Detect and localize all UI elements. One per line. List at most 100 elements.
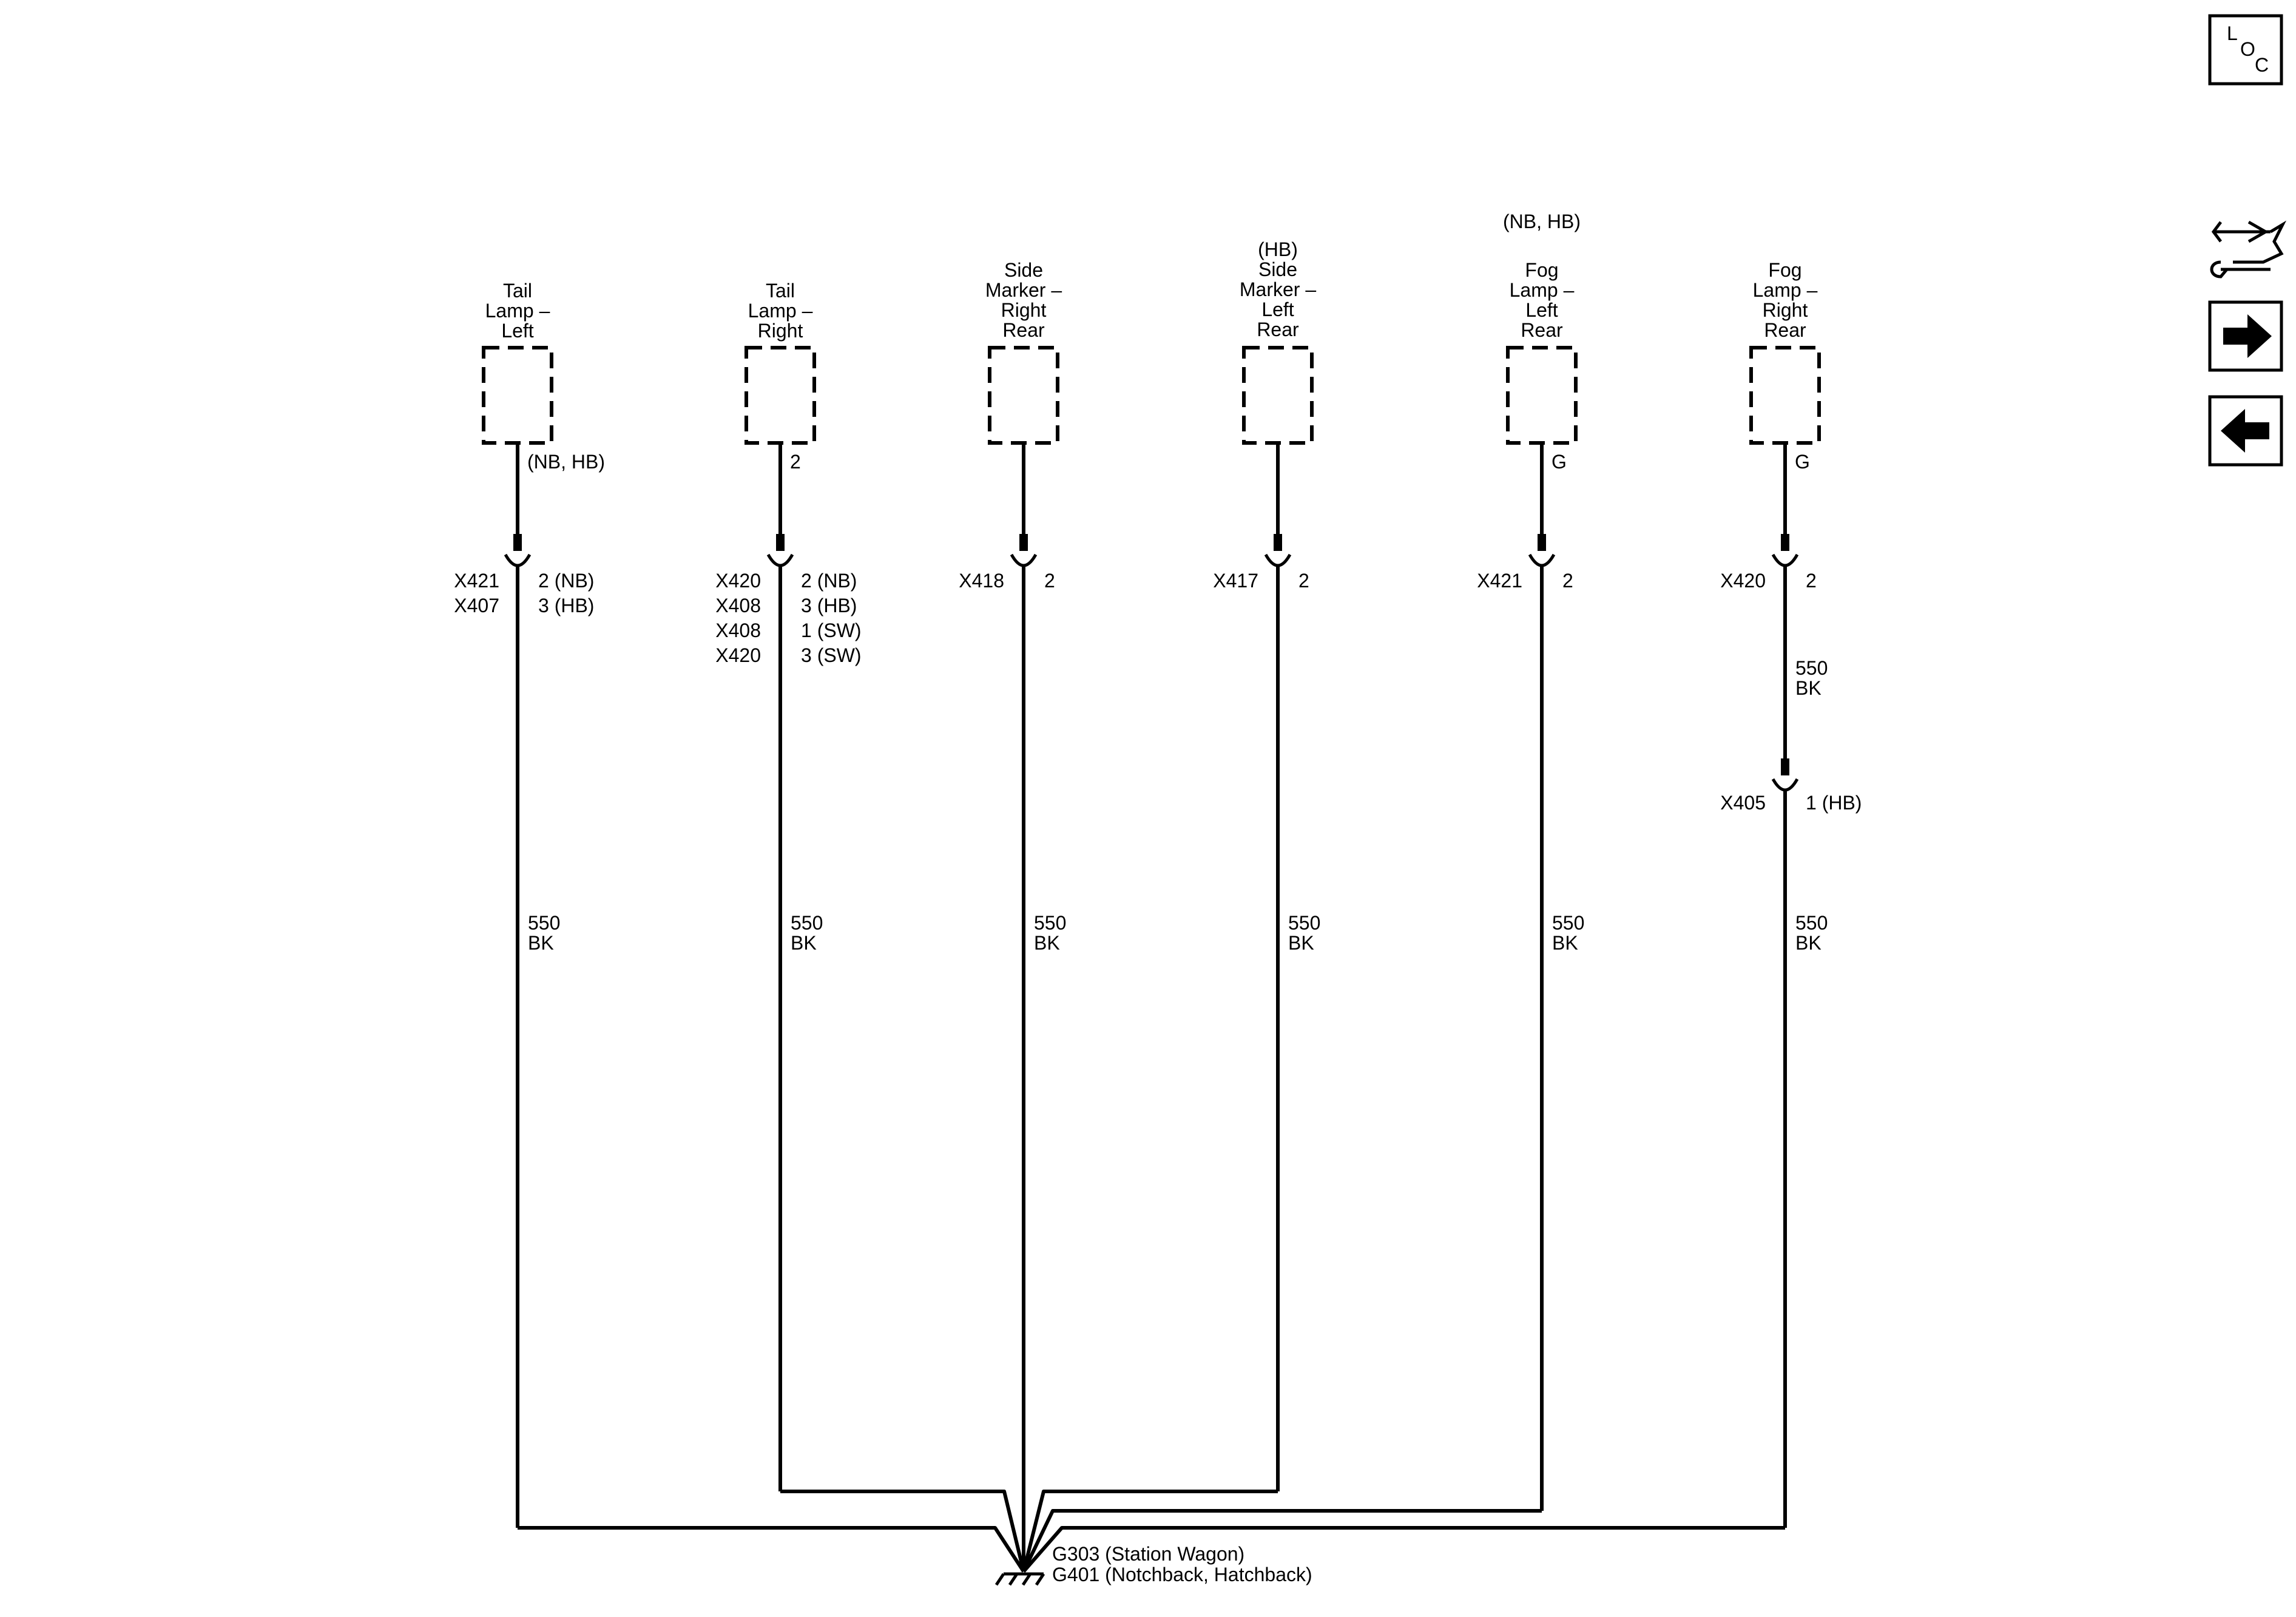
component-tail-lamp-right: Tail Lamp – Right 2 X420 2 (NB) X408 3 (… [715, 280, 862, 1491]
component-name-line: Fog [1768, 259, 1801, 281]
wire-color: BK [1034, 932, 1060, 954]
connector-pin-label: 3 (HB) [801, 595, 857, 616]
connector-pin-label: 2 (NB) [538, 570, 594, 592]
terminal-label: G [1551, 451, 1567, 473]
component-name-line: Lamp – [748, 300, 813, 322]
wire-color: BK [1288, 932, 1314, 954]
wire-color: BK [1795, 677, 1822, 699]
connector-pin [776, 534, 785, 551]
component-tail-lamp-left: Tail Lamp – Left (NB, HB) X421 2 (NB) X4… [454, 280, 605, 1528]
component-name-line: Rear [1521, 319, 1563, 341]
connector-id: X407 [454, 595, 499, 616]
ground-label: G401 (Notchback, Hatchback) [1052, 1564, 1312, 1585]
connector-pin [1781, 534, 1789, 551]
component-name-line: Left [501, 320, 533, 342]
component-box [745, 346, 816, 445]
component-box [988, 346, 1059, 445]
connector-id: X405 [1720, 792, 1766, 814]
terminal-label: G [1795, 451, 1810, 473]
connector-id: X420 [715, 644, 761, 666]
loc-letter-o: O [2240, 38, 2255, 60]
terminal-label: 2 [790, 451, 801, 473]
component-name-line: Rear [1002, 319, 1045, 341]
connector-pin-label: 1 (HB) [1806, 792, 1862, 814]
component-name-line: Right [1001, 299, 1047, 321]
component-name-line: Lamp – [485, 300, 550, 322]
wire-color: BK [791, 932, 817, 954]
connector-id: X408 [715, 595, 761, 616]
component-name-line: (HB) [1258, 238, 1298, 260]
ground-symbol-icon [994, 1572, 1045, 1586]
wire-circuit: 550 [1034, 912, 1066, 934]
connector-socket [766, 553, 794, 567]
component-side-marker-left-rear: (HB) Side Marker – Left Rear X417 2 550 … [1213, 238, 1320, 1491]
component-name-line: Lamp – [1753, 279, 1818, 301]
connector-socket [1264, 553, 1292, 567]
component-name-line: Left [1525, 299, 1558, 321]
component-name-line: Side [1004, 259, 1043, 281]
connector-socket [504, 553, 532, 567]
connector-pin [1781, 758, 1789, 775]
connector-pin [1019, 534, 1028, 551]
connector-socket [1771, 778, 1799, 792]
ground-label: G303 (Station Wagon) [1052, 1543, 1244, 1565]
connector-pin-label: 2 (NB) [801, 570, 857, 592]
connector-id: X417 [1213, 570, 1258, 592]
component-box [1506, 346, 1578, 445]
component-name-line: Rear [1257, 319, 1299, 340]
ground-bus [518, 1490, 1785, 1573]
wire-color: BK [528, 932, 554, 954]
wire-color: BK [1552, 932, 1578, 954]
connector-pin-label: 2 [1298, 570, 1309, 592]
connector-id: X408 [715, 619, 761, 641]
wire-color: BK [1795, 932, 1822, 954]
component-name-line: Lamp – [1510, 279, 1575, 301]
component-name-line: Tail [766, 280, 795, 302]
next-page-arrow-icon [2223, 314, 2272, 358]
component-name-line: Right [1763, 299, 1808, 321]
connector-end-view-icon[interactable] [2210, 220, 2287, 279]
loc-letter-l: L [2227, 22, 2238, 44]
component-fog-lamp-right-rear: Fog Lamp – Right Rear G X420 2 550 BK X4… [1720, 259, 1862, 1528]
wire-circuit: 550 [1288, 912, 1320, 934]
component-name-line: Side [1258, 258, 1297, 280]
component-name-line: Tail [503, 280, 532, 302]
terminal-label: (NB, HB) [527, 451, 605, 473]
connector-id: X421 [454, 570, 499, 592]
component-box [1749, 346, 1821, 445]
component-side-marker-right-rear: Side Marker – Right Rear X418 2 550 BK [959, 259, 1066, 1544]
connector-pin-label: 2 [1562, 570, 1573, 592]
wire-circuit: 550 [1795, 912, 1828, 934]
wire-circuit: 550 [1795, 657, 1828, 679]
connector-pin-label: 1 (SW) [801, 619, 862, 641]
next-page-button[interactable] [2208, 300, 2283, 372]
connector-id: X420 [715, 570, 761, 592]
connector-pin-label: 2 [1806, 570, 1817, 592]
previous-page-button[interactable] [2208, 395, 2283, 467]
previous-page-arrow-icon [2221, 409, 2269, 453]
component-name-line: Fog [1525, 259, 1558, 281]
connector-pin-label: 2 [1044, 570, 1055, 592]
connector-pin-label: 3 (SW) [801, 644, 862, 666]
component-box [482, 346, 553, 445]
connector-socket [1771, 553, 1799, 567]
wire-circuit: 550 [791, 912, 823, 934]
component-name-line: Marker – [1240, 279, 1316, 300]
connector-id: X421 [1477, 570, 1522, 592]
component-name-line: Right [758, 320, 803, 342]
connector-id: X420 [1720, 570, 1766, 592]
component-fog-lamp-left-rear: (NB, HB) Fog Lamp – Left Rear G X421 2 5… [1477, 211, 1584, 1511]
connector-socket [1528, 553, 1556, 567]
component-box [1242, 346, 1314, 445]
loc-letter-c: C [2255, 54, 2269, 76]
component-name-line: Left [1261, 299, 1294, 320]
wire-circuit: 550 [528, 912, 560, 934]
connector-pin [513, 534, 522, 551]
component-name-line: Rear [1764, 319, 1806, 341]
wire-circuit: 550 [1552, 912, 1584, 934]
connector-pin-label: 3 (HB) [538, 595, 594, 616]
connector-pin [1538, 534, 1546, 551]
loc-button[interactable]: L O C [2208, 14, 2283, 86]
component-name-line: Marker – [985, 279, 1062, 301]
